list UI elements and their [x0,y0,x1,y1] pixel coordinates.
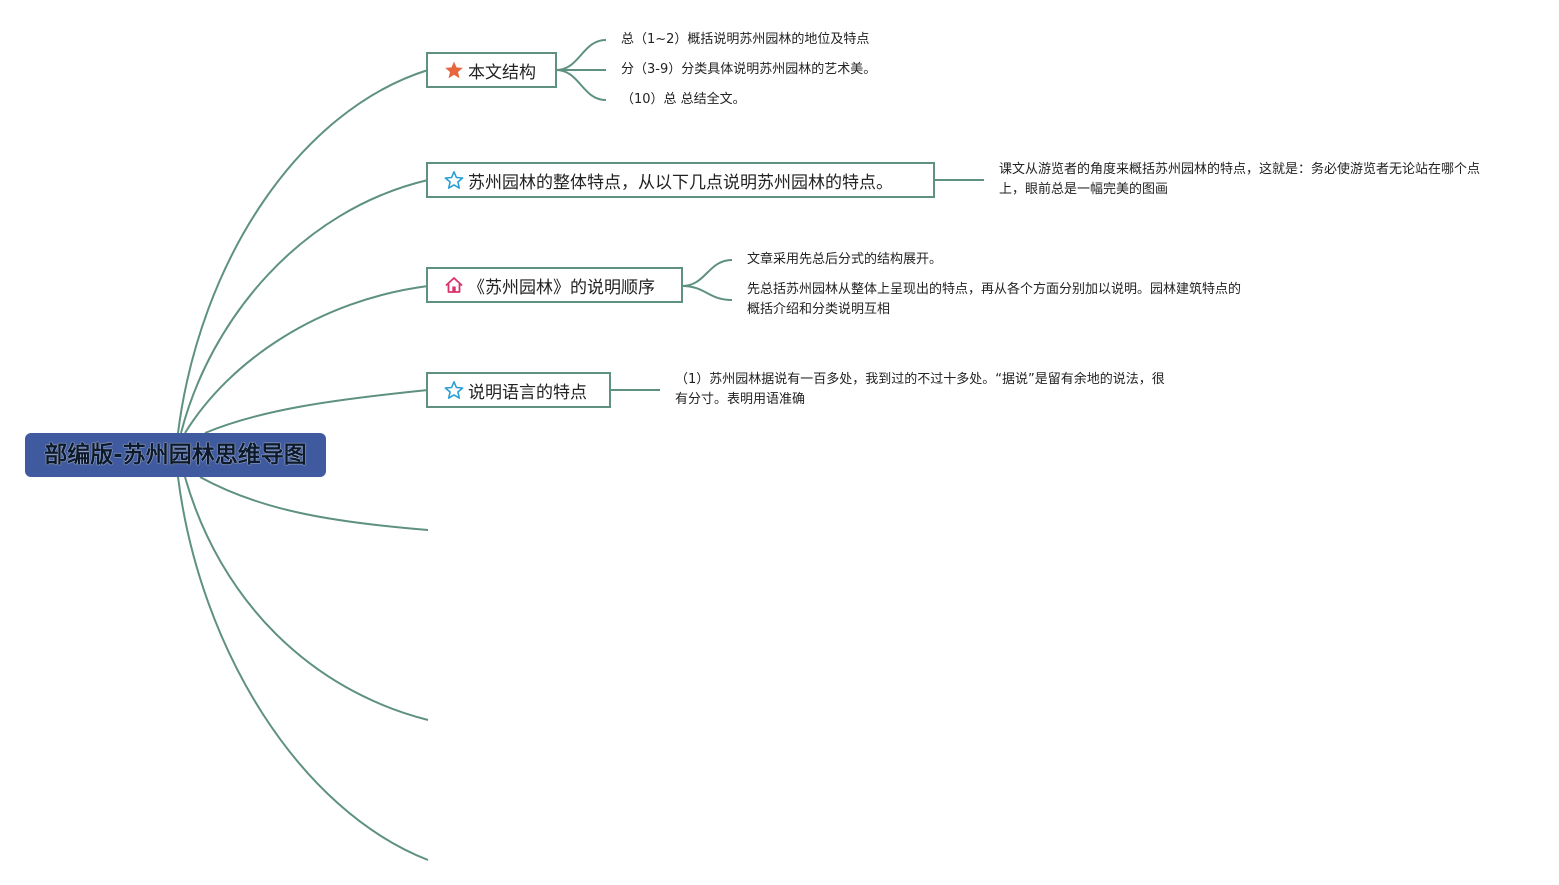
connector-branch-3-child-2 [681,285,733,301]
connector-root-to-branch-2 [180,179,429,434]
connector-root-to-branch-4 [204,389,429,434]
leaf-structure-2[interactable]: 分（3-9）分类具体说明苏州园林的艺术美。 [621,62,877,77]
leaf-language-1[interactable]: （1）苏州园林据说有一百多处，我到过的不过十多处。“据说”是留有余地的说法，很有… [675,372,1165,407]
branch-label: 苏州园林的整体特点，从以下几点说明苏州园林的特点。 [468,172,893,193]
connector-root-to-empty-7 [177,476,429,861]
leaf-order-2[interactable]: 先总括苏州园林从整体上呈现出的特点，再从各个方面分别加以说明。园林建筑特点的概括… [747,282,1242,317]
connector-branch-1-child-1 [555,39,607,71]
star-outline-icon [444,170,464,190]
house-icon [444,275,464,295]
leaf-structure-3[interactable]: （10）总 总结全文。 [621,92,746,107]
connector-root-to-branch-1 [177,69,429,434]
branch-label: 本文结构 [468,62,536,83]
root-topic[interactable]: 部编版-苏州园林思维导图 [25,433,326,477]
connector-root-to-branch-3 [184,285,429,434]
branch-label: 《苏州园林》的说明顺序 [468,277,655,298]
connector-branch-1-child-3 [555,69,607,101]
branch-explanation-order[interactable]: 《苏州园林》的说明顺序 [426,267,683,303]
leaf-overall-features-1[interactable]: 课文从游览者的角度来概括苏州园林的特点，这就是：务必使游览者无论站在哪个点上，眼… [999,162,1481,197]
star-outline-icon [444,380,464,400]
star-filled-icon [444,60,464,80]
connector-branch-3-child-1 [681,259,733,287]
branch-overall-features[interactable]: 苏州园林的整体特点，从以下几点说明苏州园林的特点。 [426,162,935,198]
branch-language-features[interactable]: 说明语言的特点 [426,372,611,408]
branch-text-structure[interactable]: 本文结构 [426,52,557,88]
leaf-structure-1[interactable]: 总（1~2）概括说明苏州园林的地位及特点 [621,32,870,47]
connector-root-to-empty-6 [184,476,429,721]
connector-root-to-empty-5 [199,476,429,531]
branch-label: 说明语言的特点 [468,382,587,403]
leaf-order-1[interactable]: 文章采用先总后分式的结构展开。 [747,252,943,267]
